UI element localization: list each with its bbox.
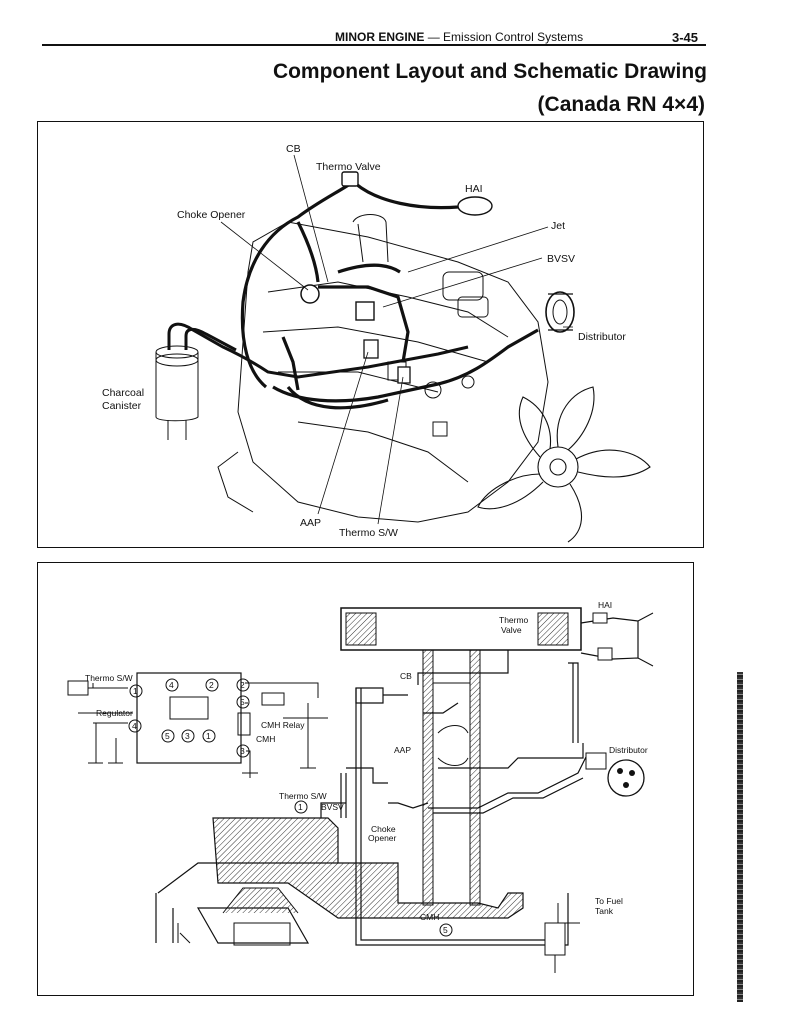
component-layout-panel: CB Thermo Valve HAI Choke Opener Jet BVS… [37,121,704,548]
hai-part [457,196,493,216]
bvsv-part [355,301,375,321]
schem-label-distributor: Distributor [609,745,648,755]
layout-label-canister: Canister [102,400,142,412]
fan-drawing [477,386,651,543]
terminal-2-right: 2 [240,680,245,690]
schem-label-regulator: Regulator [96,708,133,718]
page-subtitle: (Canada RN 4×4) [537,93,705,116]
thermo-sw-part [397,366,411,384]
layout-label-thermo-sw: Thermo S/W [339,527,398,539]
schem-label-thermo: Thermo [499,615,529,625]
terminal-thermo-sw: 1 [298,802,303,812]
schem-label-valve: Valve [501,625,522,635]
layout-label-distributor: Distributor [578,331,626,343]
terminal-cmh-bottom: 5 [443,925,448,935]
aap-part [363,339,379,359]
terminal-3-bottom: 3 [185,731,190,741]
layout-label-cb: CB [286,143,301,155]
layout-label-bvsv: BVSV [547,253,575,265]
thermo-valve-part [341,171,359,187]
schem-label-choke: Choke [371,824,396,834]
terminal-2-top: 2 [209,680,214,690]
schem-label-cmh-relay: CMH Relay [261,720,305,730]
schem-label-tank: Tank [595,906,614,916]
layout-label-thermo-valve: Thermo Valve [316,161,381,173]
schem-label-cmh-left: CMH [256,734,275,744]
schem-label-to-fuel: To Fuel [595,896,623,906]
schem-label-cb: CB [400,671,412,681]
terminal-3-right: 3 [240,746,245,756]
relay-circuit [237,682,328,778]
vacuum-hoses [240,182,539,410]
leader-lines [220,154,573,525]
terminal-circles [128,678,453,937]
charcoal-canister [155,345,199,440]
air-cleaner [340,607,582,651]
terminal-labels: 1 4 2 2 5 4 5 3 1 3 1 5 [132,680,448,935]
layout-label-choke-opener: Choke Opener [177,209,246,221]
layout-label-charcoal: Charcoal [102,387,144,399]
terminal-4-left: 4 [132,721,137,731]
terminal-1-left: 1 [133,686,138,696]
header-section-text: MINOR ENGINE — Emission Control Systems [335,30,583,44]
schematic-hoses [320,650,589,946]
header-subsection: Emission Control Systems [443,30,584,44]
terminal-4-top: 4 [169,680,174,690]
terminal-5-bottom: 5 [165,731,170,741]
page-title: Component Layout and Schematic Drawing [272,60,707,83]
hai-assembly [580,612,654,667]
schem-label-bvsv: BVSV [321,802,344,812]
distributor-part [545,291,575,333]
schem-label-opener: Opener [368,833,397,843]
distributor-assembly [585,752,645,797]
terminal-5-right: 5 [240,697,245,707]
canister-hose-2 [184,327,237,352]
carburetor-column [422,649,481,906]
layout-label-aap: AAP [300,517,321,529]
schem-label-thermo-sw-top: Thermo S/W [85,673,133,683]
page-number: 3-45 [672,30,699,45]
engine-block [155,817,524,946]
fuel-filter [544,903,580,973]
layout-label-jet: Jet [551,220,565,232]
schem-label-aap: AAP [394,745,411,755]
canister-hose [167,322,469,379]
schematic-drawing: 1 4 2 2 5 4 5 3 1 3 1 5 HAI Thermo Valve… [67,600,654,973]
engine-outline [217,214,549,523]
schem-label-hai: HAI [598,600,612,610]
layout-label-hai: HAI [465,183,483,195]
choke-opener-part [300,284,320,304]
schematic-panel: 1 4 2 2 5 4 5 3 1 3 1 5 HAI Thermo Valve… [37,562,694,996]
schem-label-cmh-bottom: CMH [420,912,439,922]
control-box [67,672,242,764]
header-rule [42,44,706,46]
terminal-1-bottom: 1 [206,731,211,741]
header-section: MINOR ENGINE [335,30,425,44]
header-separator: — [427,30,440,44]
component-layout-drawing: CB Thermo Valve HAI Choke Opener Jet BVS… [102,143,651,543]
schem-label-thermo-sw-mid: Thermo S/W [279,791,327,801]
page-edge-strip [737,672,743,1002]
